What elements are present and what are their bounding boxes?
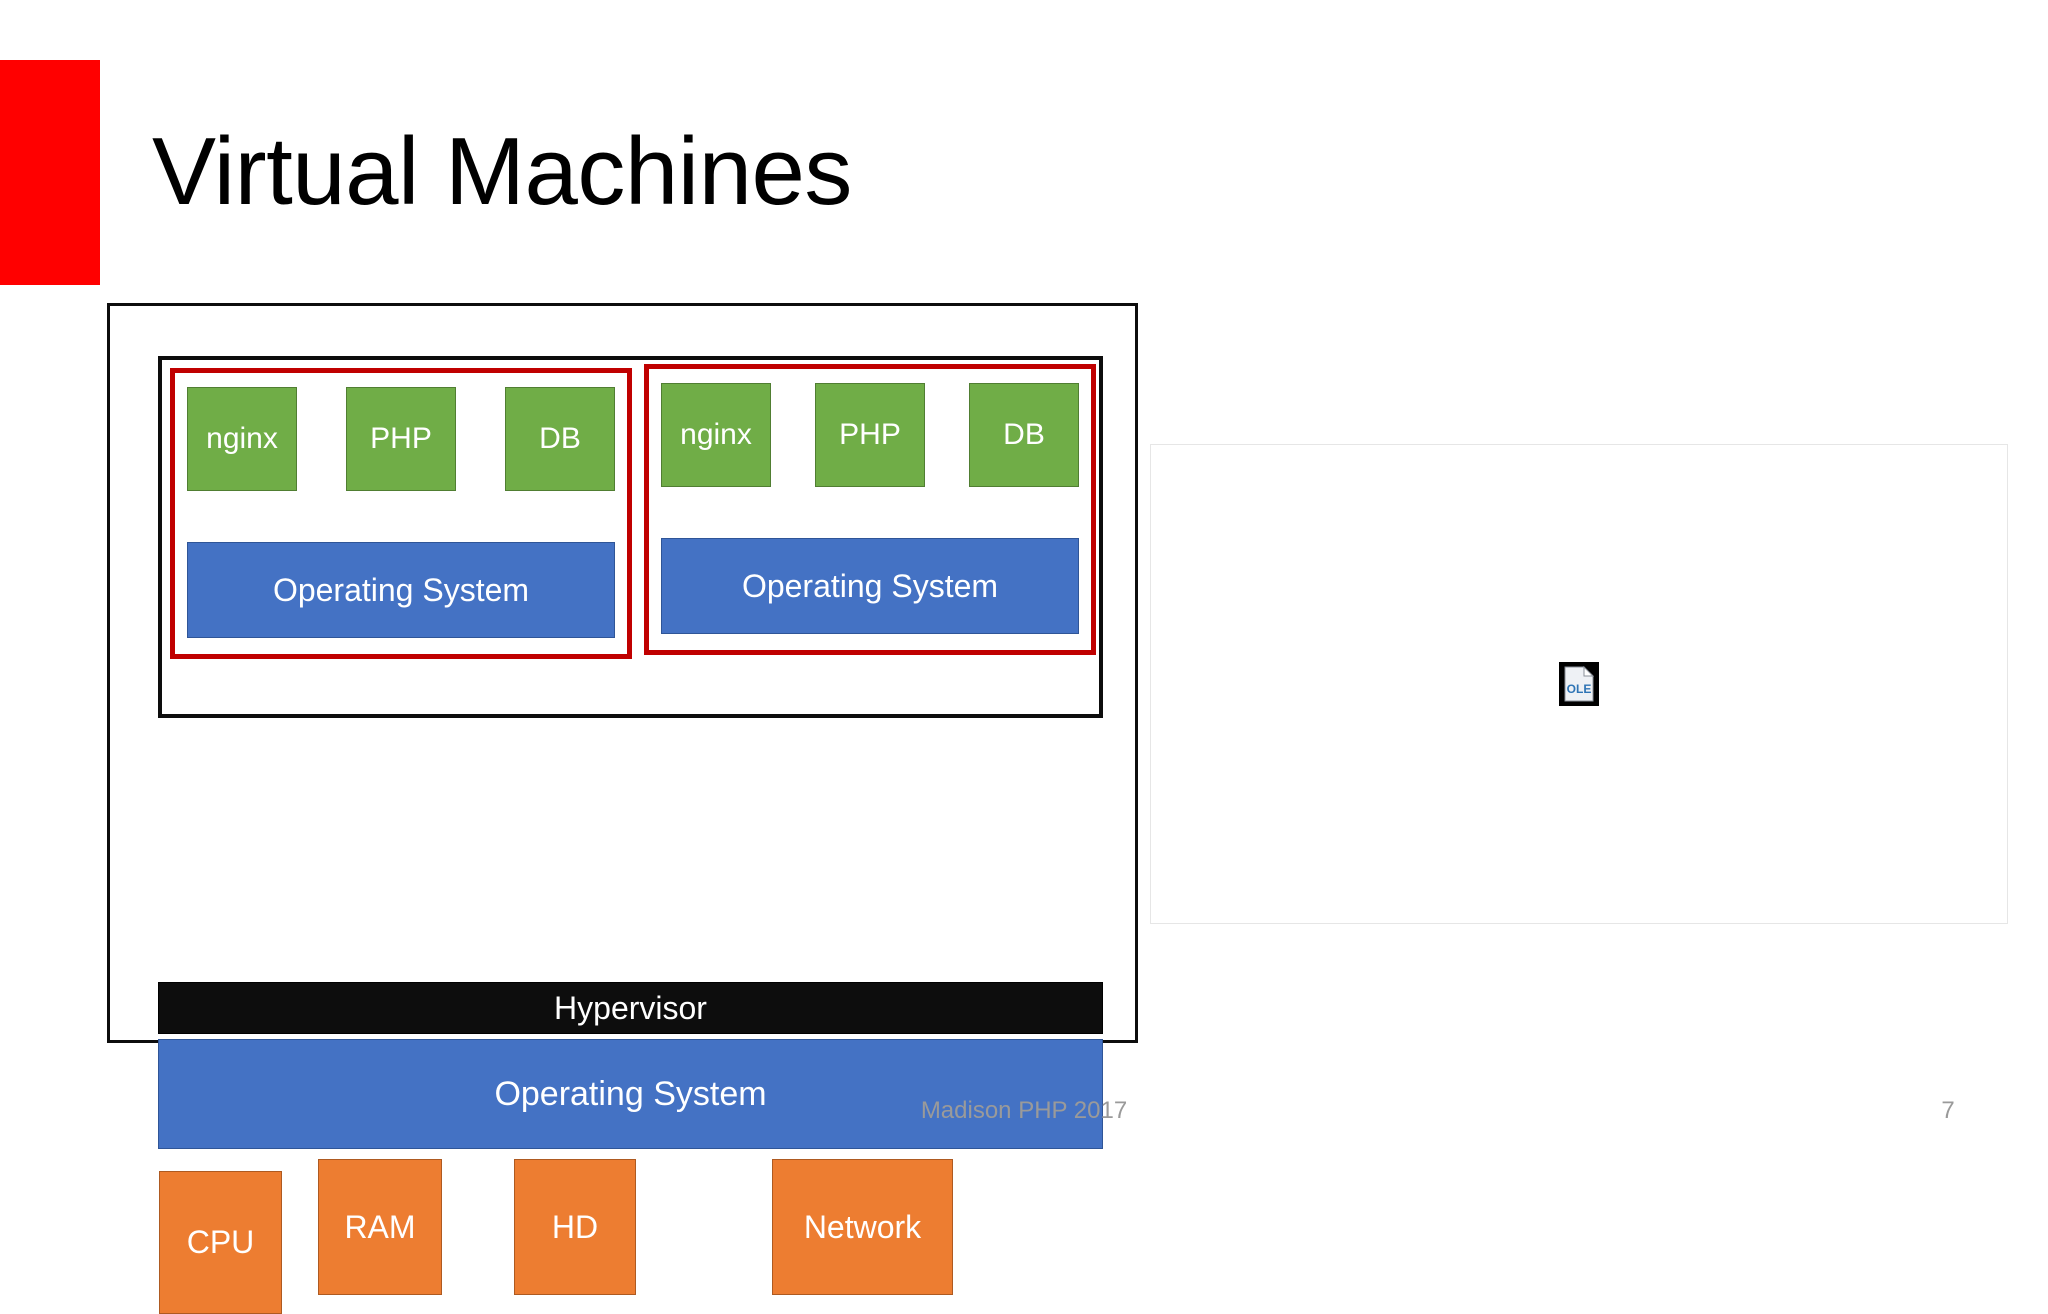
- ole-file-icon[interactable]: OLE: [1559, 662, 1599, 706]
- vm-group-2: nginx PHP DB Operating System: [644, 364, 1096, 655]
- footer-text: Madison PHP 2017: [920, 1097, 1128, 1124]
- vm-2-service-db: DB: [969, 383, 1079, 487]
- vm-1-service-nginx: nginx: [187, 387, 297, 491]
- hardware-cpu: CPU: [159, 1171, 282, 1314]
- vm-2-service-php: PHP: [815, 383, 925, 487]
- hardware-host-container: nginx PHP DB Operating System nginx PHP …: [107, 303, 1138, 1314]
- host-operating-system-bar: Operating System: [158, 1039, 1103, 1149]
- title-accent-bar: [0, 60, 100, 285]
- slide-page-number: 7: [1941, 1097, 1955, 1124]
- vm-group-1: nginx PHP DB Operating System: [170, 368, 632, 659]
- vm-1-operating-system: Operating System: [187, 542, 615, 638]
- slide-canvas: Virtual Machines nginx PHP DB Operating …: [0, 60, 2008, 1314]
- vm-1-service-db: DB: [505, 387, 615, 491]
- vm-1-services: nginx PHP DB: [175, 387, 627, 491]
- hardware-ram: RAM: [318, 1159, 442, 1295]
- vm-2-operating-system: Operating System: [661, 538, 1079, 634]
- vm-2-service-nginx: nginx: [661, 383, 771, 487]
- virtual-machines-container: nginx PHP DB Operating System nginx PHP …: [158, 356, 1103, 718]
- hardware-hd: HD: [514, 1159, 636, 1295]
- vm-1-service-php: PHP: [346, 387, 456, 491]
- vm-2-services: nginx PHP DB: [649, 383, 1091, 487]
- hypervisor-bar: Hypervisor: [158, 982, 1103, 1034]
- ole-icon-label: OLE: [1567, 682, 1592, 696]
- hardware-network: Network: [772, 1159, 953, 1295]
- page-title: Virtual Machines: [152, 118, 852, 225]
- ole-object-placeholder[interactable]: OLE: [1150, 444, 2008, 924]
